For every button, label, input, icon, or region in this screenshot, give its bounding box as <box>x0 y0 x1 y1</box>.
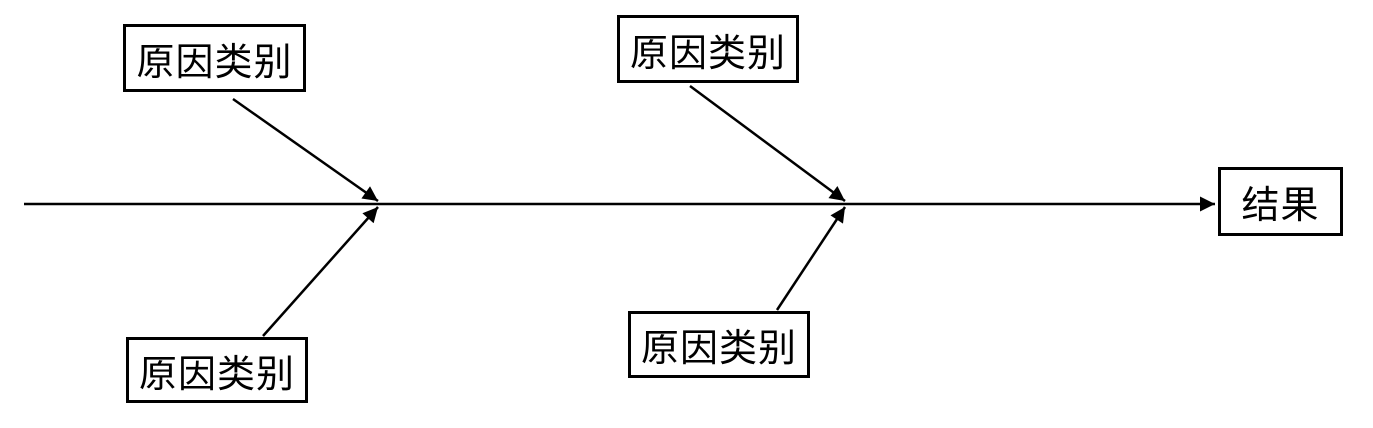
branch-arrow-top-left <box>232 97 379 203</box>
cause-category-box-top-left: 原因类别 <box>123 24 306 92</box>
branch-arrow-top-middle <box>689 84 846 203</box>
cause-category-box-top-middle: 原因类别 <box>617 15 799 83</box>
cause-category-box-bottom-middle: 原因类别 <box>628 311 810 378</box>
branch-arrow-bottom-left <box>262 206 379 337</box>
branch-arrow-bottom-middle <box>775 206 847 311</box>
result-box: 结果 <box>1218 167 1343 236</box>
cause-category-box-bottom-left: 原因类别 <box>126 337 308 403</box>
